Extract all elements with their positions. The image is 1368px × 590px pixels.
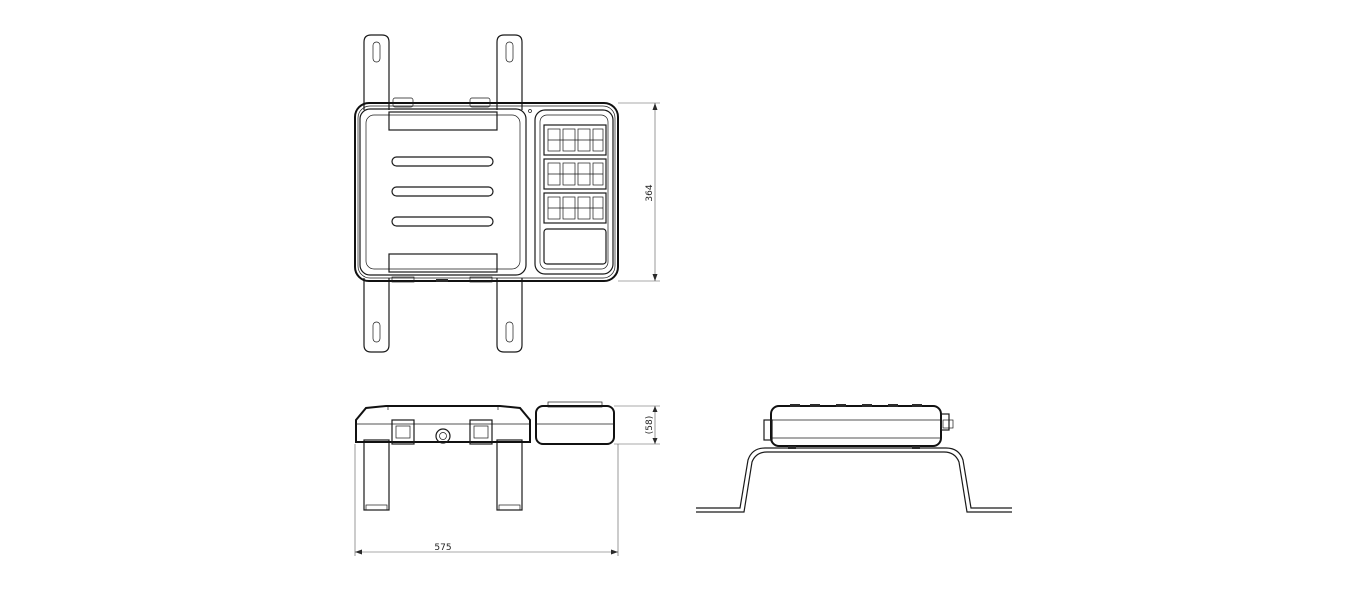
led-compartment (534, 109, 614, 275)
side-housing (770, 405, 942, 447)
depth-dimension: (58) (614, 405, 660, 445)
housing-outline (354, 102, 619, 282)
bracket-bottom-right (496, 278, 523, 353)
bracket-top-right (496, 34, 523, 110)
heatsink-panel (359, 108, 527, 276)
vent-slot-1 (391, 156, 494, 167)
bracket-top-left (363, 34, 390, 110)
front-leg-left (363, 439, 390, 511)
width-dimension: 575 (354, 444, 619, 556)
led-module-3 (543, 192, 607, 224)
vent-slot-3 (391, 216, 494, 227)
blank-module (543, 228, 607, 265)
depth-dimension-label: (58) (645, 416, 655, 434)
bracket-bottom-left (363, 278, 390, 353)
side-mount-bracket (696, 447, 1012, 509)
led-module-1 (543, 124, 607, 156)
height-dimension-label: 364 (645, 184, 655, 201)
front-led-head (535, 405, 615, 445)
width-dimension-label: 575 (434, 543, 451, 553)
front-view: (58) 575 (354, 401, 660, 556)
top-view: 364 (354, 34, 660, 353)
front-leg-right (496, 439, 523, 511)
height-dimension: 364 (618, 102, 660, 282)
led-module-2 (543, 158, 607, 190)
side-view (696, 404, 1012, 513)
cable-gland (435, 428, 451, 444)
vent-slot-2 (391, 186, 494, 197)
